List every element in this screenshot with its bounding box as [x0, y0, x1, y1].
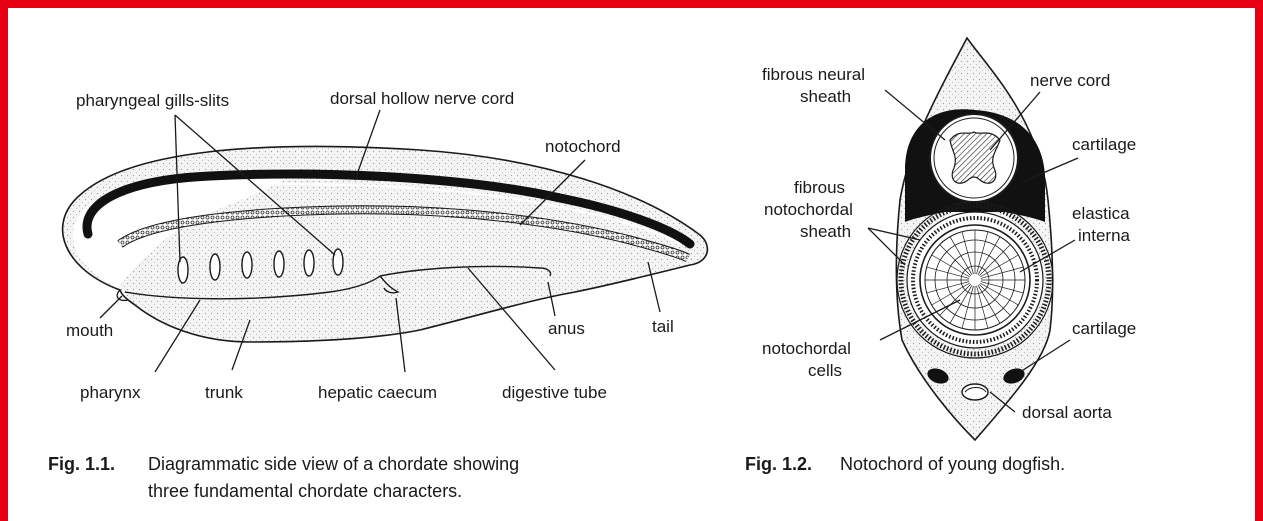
- label-cartilage-bottom: cartilage: [1072, 319, 1136, 338]
- label-trunk: trunk: [205, 383, 243, 402]
- label-fibrous-notochordal-2: notochordal: [764, 200, 853, 219]
- dorsal-aorta-shape: [962, 384, 988, 400]
- label-notochordal-cells-2: cells: [808, 361, 842, 380]
- label-hepatic-caecum: hepatic caecum: [318, 383, 437, 402]
- label-dorsal-nerve-cord: dorsal hollow nerve cord: [330, 89, 514, 108]
- caption-fig-1-2-number: Fig. 1.2.: [745, 454, 812, 474]
- label-notochord: notochord: [545, 137, 621, 156]
- label-anus: anus: [548, 319, 585, 338]
- label-nerve-cord: nerve cord: [1030, 71, 1110, 90]
- label-pharynx: pharynx: [80, 383, 141, 402]
- label-pharyngeal-gill-slits: pharyngeal gills-slits: [76, 91, 229, 110]
- label-cartilage-top: cartilage: [1072, 135, 1136, 154]
- label-fibrous-neural-sheath-1: fibrous neural: [762, 65, 865, 84]
- label-fibrous-neural-sheath-2: sheath: [800, 87, 851, 106]
- notochord-figure: fibrous neural sheath nerve cord cartila…: [745, 38, 1136, 474]
- label-mouth: mouth: [66, 321, 113, 340]
- caption-fig-1-1-line2: three fundamental chordate characters.: [148, 481, 462, 501]
- label-digestive-tube: digestive tube: [502, 383, 607, 402]
- caption-fig-1-2-text: Notochord of young dogfish.: [840, 454, 1065, 474]
- label-elastica-interna-2: interna: [1078, 226, 1131, 245]
- caption-fig-1-1-number: Fig. 1.1.: [48, 454, 115, 474]
- label-fibrous-notochordal-3: sheath: [800, 222, 851, 241]
- label-elastica-interna-1: elastica: [1072, 204, 1130, 223]
- nerve-cord-section: [950, 132, 1000, 183]
- label-notochordal-cells-1: notochordal: [762, 339, 851, 358]
- label-fibrous-notochordal-1: fibrous: [794, 178, 845, 197]
- chordate-figure: pharyngeal gills-slits dorsal hollow ner…: [48, 89, 707, 501]
- label-tail: tail: [652, 317, 674, 336]
- label-dorsal-aorta: dorsal aorta: [1022, 403, 1112, 422]
- caption-fig-1-1-line1: Diagrammatic side view of a chordate sho…: [148, 454, 519, 474]
